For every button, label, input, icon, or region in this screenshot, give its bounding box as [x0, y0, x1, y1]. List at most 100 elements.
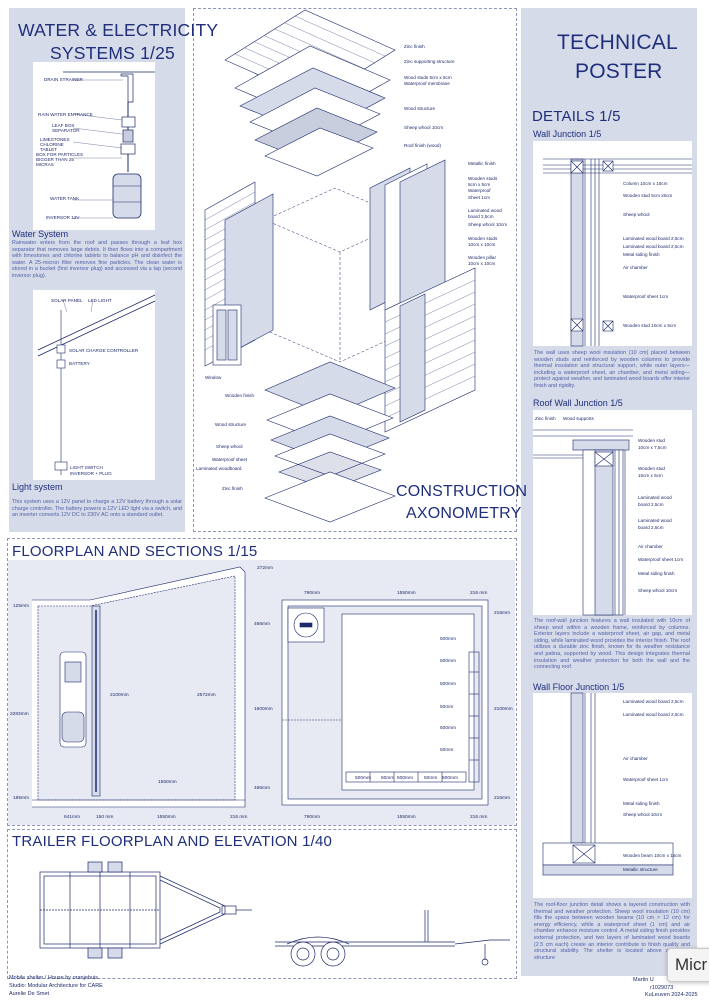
water-system-text: Rainwater enters from the roof and passe…	[12, 240, 182, 279]
plan-dim-50-4: 50mm	[424, 776, 438, 781]
elec-label-battery: BATTERY	[69, 361, 90, 366]
footer-left-line2: Studio: Modular Architecture for CARE	[9, 983, 103, 989]
axo-label-pillar: Wooden pillar	[468, 255, 497, 260]
footer-left-line1: Mobile shelter / House by oranjehuis	[9, 975, 98, 981]
roof-label-8: board 2,5cm	[638, 525, 664, 530]
axo-label-sheep-left: Sheep whool	[216, 444, 243, 449]
plan-dim-500-6: 500mm	[397, 776, 413, 781]
section-drawing	[32, 566, 246, 808]
plan-dim-466-top: 466mm	[254, 622, 270, 627]
axo-label-metallic: Metallic finish	[468, 161, 496, 166]
trailer-plan-drawing	[39, 861, 252, 959]
axo-label-zinc-support: Zinc supporting structure	[404, 59, 455, 64]
roof-label-5: Laminated wood	[638, 495, 672, 500]
plan-dim-500-5: 500mm	[355, 776, 371, 781]
truncated-popup[interactable]: Micr	[667, 948, 709, 982]
plan-dim-500-4: 500mm	[440, 726, 456, 731]
axo-label-laminated-left: Laminated woodboard	[196, 466, 242, 471]
sec-dim-2572: 2572mm	[197, 693, 216, 698]
light-system-heading: Light system	[12, 482, 63, 492]
details-title: DETAILS 1/5	[532, 108, 621, 125]
roof-junction-text: The roof-wall junction features a wall i…	[534, 618, 690, 671]
axo-label-wood-structure: Wood structure	[404, 106, 436, 111]
light-system-text: This system uses a 12V panel to charge a…	[12, 499, 182, 519]
roof-label-2: 10cm x 7,5cm	[638, 445, 667, 450]
tech-title-line2: POSTER	[575, 60, 663, 83]
axo-title-line2: AXONOMETRY	[406, 505, 522, 522]
sec-dim-216: 216 mm	[230, 815, 248, 820]
sec-dim-1550-inner: 1550mm	[158, 780, 177, 785]
axo-label-laminated: Laminated wood	[468, 208, 502, 213]
roof-label-12: Sheep whool 10cm	[638, 588, 678, 593]
plan-dim-500-7: 500mm	[442, 776, 458, 781]
plan-dim-216-top: 216 mm	[470, 591, 488, 596]
floor-label-3: Air chamber	[623, 756, 648, 761]
wall-label-siding: Metal siding finish	[623, 252, 660, 257]
wall-junction-text: The wall uses sheep wool insulation (10 …	[534, 350, 690, 389]
sec-dim-2283: 2283mm	[10, 712, 29, 717]
roof-label-11: Metal siding finish	[638, 571, 675, 576]
elec-label-panel: SOLAR PANEL	[51, 298, 83, 303]
roof-label-7: Laminated wood	[638, 518, 672, 523]
roof-label-zinc: Zinc finish	[535, 416, 556, 421]
roof-label-4: 15cm x 5cm	[638, 473, 663, 478]
floorplan-frame	[7, 538, 517, 826]
floor-label-8: Metallic structure	[623, 867, 658, 872]
axo-label-sheep-right: Sheep whool 10cm	[468, 222, 508, 227]
wall-junction-area	[533, 141, 692, 346]
floor-label-7: Wooden beam 10cm x 15cm	[623, 853, 682, 858]
footer-left-line3: Aurelie De Smet	[9, 991, 50, 997]
wall-label-air: Air chamber	[623, 265, 648, 270]
axonometry-drawing	[204, 9, 476, 523]
elec-label-inversor: INVERSOR + PLUG	[70, 471, 112, 476]
light-system-drawing	[37, 294, 156, 475]
plan-dim-466-bottom: 466mm	[254, 786, 270, 791]
axo-label-wood-studs: Wood studs 5cm x 5cm	[404, 75, 452, 80]
sec-dim-1550: 1550mm	[157, 815, 176, 820]
trailer-elevation-drawing	[275, 910, 510, 967]
plan-dim-216-right-top: 216mm	[494, 611, 510, 616]
sec-dim-2100: 2100mm	[110, 693, 129, 698]
floor-junction-text: The roof-floor junction detail shows a l…	[534, 902, 690, 961]
water-system-heading: Water System	[12, 229, 69, 239]
water-label-particles: BOX FOR PARTICLES BIGGER THAN 25 MICRAS	[36, 152, 84, 167]
axo-label-sheep: Sheep whool 10cm	[404, 125, 444, 130]
roof-label-6: board 2,5cm	[638, 502, 664, 507]
wall-label-sheep: Sheep whool	[623, 212, 650, 217]
plan-dim-790-top: 790mm	[304, 591, 320, 596]
roof-junction-heading: Roof Wall Junction 1/5	[533, 398, 623, 408]
water-title-line1: WATER & ELECTRICITY	[18, 20, 219, 40]
floor-label-2: Laminated wood board 2,5cm	[623, 712, 684, 717]
water-system-drawing	[63, 71, 155, 219]
roof-label-supports: Wood supports	[563, 416, 594, 421]
water-label-inversor: INVERSOR 12V	[46, 215, 80, 220]
axo-label-wooden-finish: Wooden finish	[225, 393, 255, 398]
plan-dim-50-3: 50mm	[381, 776, 395, 781]
wall-label-stud-bottom: Wooden stud 10cm x 5cm	[623, 323, 677, 328]
plan-dim-1550-bottom: 1550mm	[397, 815, 416, 820]
water-label-tank: WATER TANK	[50, 196, 80, 201]
axo-label-zinc-finish: Zinc finish	[404, 44, 425, 49]
axo-label-board: board 2,5cm	[468, 214, 494, 219]
roof-label-1: Wooden stud	[638, 438, 665, 443]
wall-label-stud: Wooden stud 5cm x5cm	[623, 193, 673, 198]
water-label-limestones: LIMESTONES CHLORINE TABLET	[40, 137, 70, 152]
sec-dim-185: 185mm	[13, 796, 29, 801]
axo-label-studs-10-size: 10cm x 10cm	[468, 242, 496, 247]
axo-label-pillar-size: 10cm x 10cm	[468, 261, 496, 266]
tech-title-line1: TECHNICAL	[557, 31, 678, 54]
axo-label-wooden-studs: Wooden studs	[468, 176, 498, 181]
plan-dim-1600: 1600mm	[254, 707, 273, 712]
axo-label-window: Window	[205, 375, 222, 380]
elec-label-led: LED LIGHT	[88, 298, 112, 303]
elec-drawing-area	[33, 290, 155, 480]
popup-text: Micr	[675, 955, 708, 974]
axo-title-line1: CONSTRUCTION	[396, 483, 528, 500]
plan-dim-500-3: 500mm	[440, 682, 456, 687]
wall-label-column: Column 10cm x 10cm	[623, 181, 668, 186]
plan-dim-50-2: 50mm	[440, 748, 454, 753]
wall-junction-heading: Wall Junction 1/5	[533, 129, 602, 139]
axo-label-zinc-left: Zinc finish	[222, 486, 243, 491]
wall-junction-drawing	[543, 158, 692, 347]
floor-label-1: Laminated wood board 2,5cm	[623, 699, 684, 704]
